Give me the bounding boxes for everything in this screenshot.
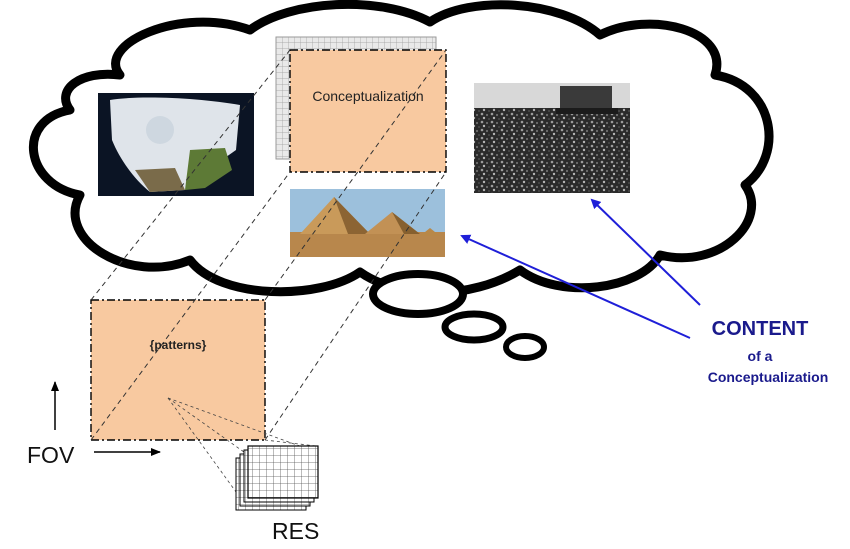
conceptualization-box	[289, 49, 447, 173]
projection-lines	[90, 49, 447, 441]
crowd-photo	[474, 83, 630, 193]
content-arrow-to-crowd	[590, 198, 701, 306]
content-subject: Conceptualization	[707, 369, 829, 385]
conceptualization-label: Conceptualization	[312, 88, 424, 104]
thought-bubble-medium	[441, 310, 507, 344]
res-label: RES	[272, 518, 320, 544]
fov-label: FOV	[27, 442, 75, 468]
map-photo	[98, 93, 254, 196]
patterns-label: {patterns}	[149, 338, 207, 352]
thought-bubble-small	[503, 333, 547, 361]
content-of-a: of a	[747, 348, 773, 364]
content-arrow-to-pyramids	[460, 234, 691, 339]
res-grid-cube	[235, 445, 319, 511]
pyramids-photo	[290, 189, 445, 257]
res-projection-lines	[167, 397, 317, 504]
patterns-box	[90, 299, 266, 441]
thought-bubble-large	[369, 270, 467, 318]
content-title: CONTENT	[711, 318, 809, 340]
